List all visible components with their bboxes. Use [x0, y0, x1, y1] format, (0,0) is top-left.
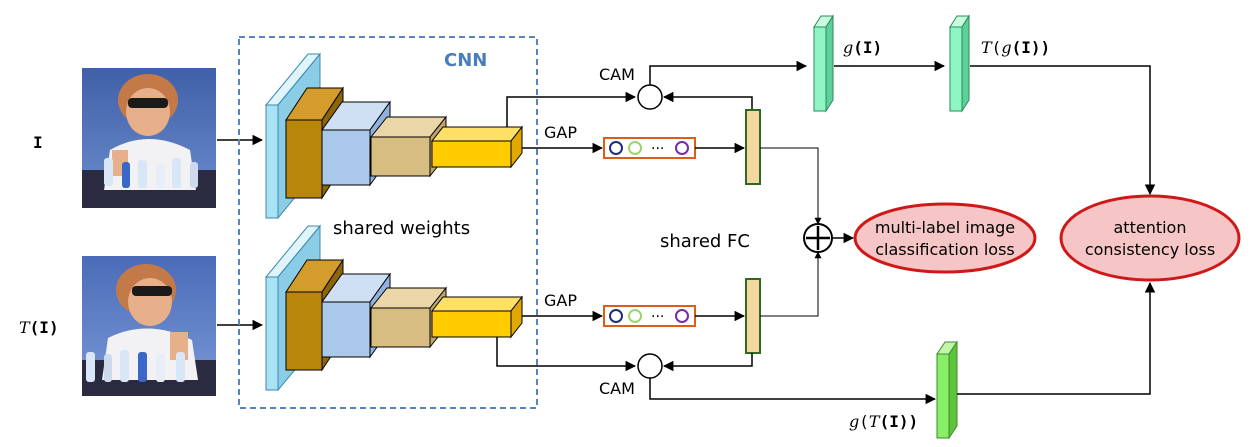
heatmap-gI-fn: g — [843, 38, 853, 57]
arrow-fc-to-cam-top — [662, 91, 753, 110]
consistency-loss-line2: consistency loss — [1085, 240, 1215, 259]
heatmap-TgI-label: T(g(I)) — [981, 38, 1050, 57]
heatmap-TgI-fn2: g — [1001, 38, 1011, 57]
heatmap-gTI-label: g(T(I)) — [849, 412, 918, 431]
heatmap-TgI — [949, 14, 970, 113]
fc-bar-bottom — [745, 278, 761, 354]
cam-label-top: CAM — [599, 65, 635, 84]
heatmap-gTI-fn: g — [849, 412, 859, 431]
cam-node-top — [637, 84, 663, 110]
cam-node-bottom — [637, 353, 663, 379]
arrow-cam-to-heatmap-gI — [649, 60, 808, 85]
arrow-cnn-to-cam-top — [506, 91, 637, 127]
arrow-fc-bottom-to-sum — [760, 251, 822, 317]
arrow-gTI-to-consistency-loss — [957, 281, 1156, 395]
gap-dots-bottom: ··· — [651, 309, 664, 325]
heatmap-TgI-arg: (I)) — [1012, 38, 1051, 57]
input-image-top — [82, 68, 216, 208]
cnn-dashed-box — [238, 36, 538, 409]
consistency-loss-node: attention consistency loss — [1059, 194, 1241, 282]
cnn-layers-bottom — [264, 224, 524, 392]
svg-text:T(I): T(I) — [19, 318, 59, 337]
arrow-TgI-to-consistency-loss — [970, 65, 1156, 196]
heatmap-gTI-arg: (I)) — [880, 412, 919, 431]
input-label-bottom-fn: T — [19, 318, 31, 337]
input-label-top: I — [33, 133, 43, 152]
svg-text:T(g(I)): T(g(I)) — [981, 38, 1050, 57]
gap-label-bottom: GAP — [544, 291, 577, 310]
cnn-title: CNN — [444, 50, 487, 71]
input-image-bottom — [82, 256, 216, 396]
consistency-loss-line1: attention — [1114, 218, 1187, 237]
heatmap-gI-arg: (I) — [853, 38, 882, 57]
svg-text:g(T(I)): g(T(I)) — [849, 412, 918, 431]
heatmap-gTI-fn2: T — [869, 412, 881, 431]
gap-dots-top: ··· — [651, 141, 664, 157]
heatmap-gI-label: g(I) — [843, 38, 882, 57]
shared-weights-label: shared weights — [333, 218, 470, 239]
cam-label-bottom: CAM — [599, 379, 635, 398]
classification-loss-node: multi-label image classification loss — [853, 202, 1037, 274]
classification-loss-line1: multi-label image — [875, 218, 1015, 237]
cnn-layers-top — [264, 52, 524, 220]
heatmap-TgI-fn: T — [981, 38, 993, 57]
heatmap-TgI-paren: ( — [992, 38, 1002, 57]
svg-text:g(I): g(I) — [843, 38, 882, 57]
arrow-fc-top-to-sum — [760, 147, 822, 225]
input-label-bottom-arg: (I) — [30, 318, 59, 337]
gap-vector-top: ··· — [603, 137, 696, 159]
sum-node — [803, 223, 833, 253]
input-label-bottom: T(I) — [19, 318, 59, 337]
heatmap-gTI — [936, 340, 958, 440]
arrow-fc-to-cam-bottom — [662, 353, 753, 372]
arrow-cam-to-heatmap-gTI — [649, 378, 937, 405]
heatmap-gTI-paren: ( — [859, 412, 869, 431]
fc-bar-top — [745, 109, 761, 185]
arrow-cnn-to-cam-bottom — [496, 337, 637, 372]
gap-vector-bottom: ··· — [603, 305, 696, 327]
heatmap-gI — [813, 14, 834, 113]
shared-fc-label: shared FC — [660, 231, 750, 252]
gap-label-top: GAP — [544, 123, 577, 142]
classification-loss-line2: classification loss — [875, 240, 1014, 259]
